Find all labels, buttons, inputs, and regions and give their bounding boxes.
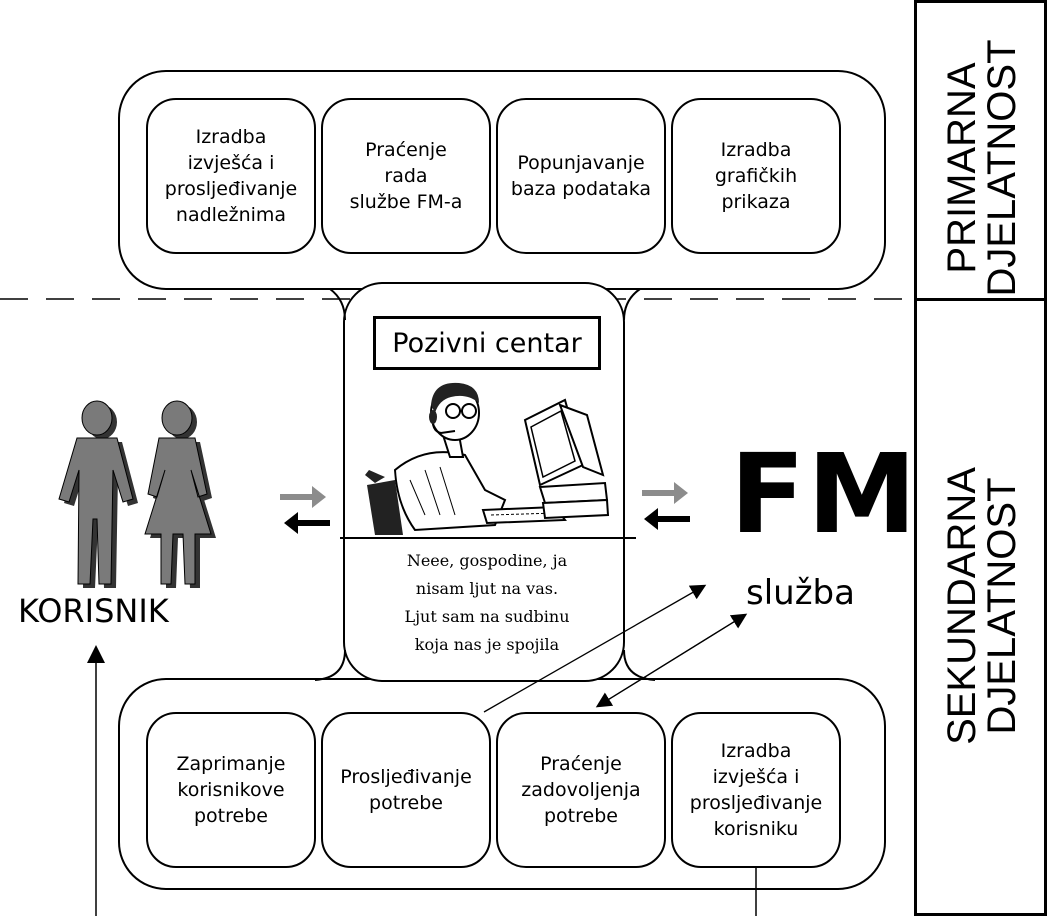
secondary-task-receiving-label: Zaprimanje korisnikove potrebe (176, 753, 286, 827)
call-center-title-box: Pozivni centar (373, 316, 601, 370)
primary-task-database: Popunjavanje baza podataka (496, 98, 666, 254)
call-center-operator-illustration (365, 382, 610, 535)
fm-service-subtitle: služba (746, 573, 855, 613)
secondary-task-forwarding: Prosljeđivanje potrebe (321, 712, 491, 868)
primary-task-reports: Izradba izvješća i prosljeđivanje nadlež… (146, 98, 316, 254)
user-call-center-arrows (280, 486, 330, 534)
user-label: KORISNIK (18, 592, 169, 630)
primary-task-monitoring: Praćenje rada službe FM-a (321, 98, 491, 254)
primary-task-graphics: Izradba grafičkih prikaza (671, 98, 841, 254)
primary-task-graphics-label: Izradba grafičkih prikaza (714, 139, 798, 213)
call-center-title: Pozivni centar (392, 327, 582, 359)
user-figures-icon (58, 400, 216, 588)
primary-task-database-label: Popunjavanje baza podataka (510, 152, 652, 200)
secondary-task-user-report: Izradba izvješća i prosljeđivanje korisn… (671, 712, 841, 868)
primary-task-monitoring-label: Praćenje rada službe FM-a (349, 139, 463, 213)
secondary-task-user-report-label: Izradba izvješća i prosljeđivanje korisn… (689, 740, 823, 840)
primary-task-reports-label: Izradba izvješća i prosljeđivanje nadlež… (164, 126, 298, 226)
call-center-fm-arrows (642, 482, 690, 530)
secondary-task-tracking: Praćenje zadovoljenja potrebe (496, 712, 666, 868)
call-center-quote: Neee, gospodine, ja nisam ljut na vas. L… (404, 551, 570, 654)
secondary-task-receiving: Zaprimanje korisnikove potrebe (146, 712, 316, 868)
fm-service-title: FM (730, 430, 919, 558)
secondary-section-label-box: SEKUNDARNA DJELATNOST (914, 298, 1047, 916)
secondary-task-forwarding-label: Prosljeđivanje potrebe (340, 766, 472, 814)
secondary-task-tracking-label: Praćenje zadovoljenja potrebe (521, 753, 641, 827)
